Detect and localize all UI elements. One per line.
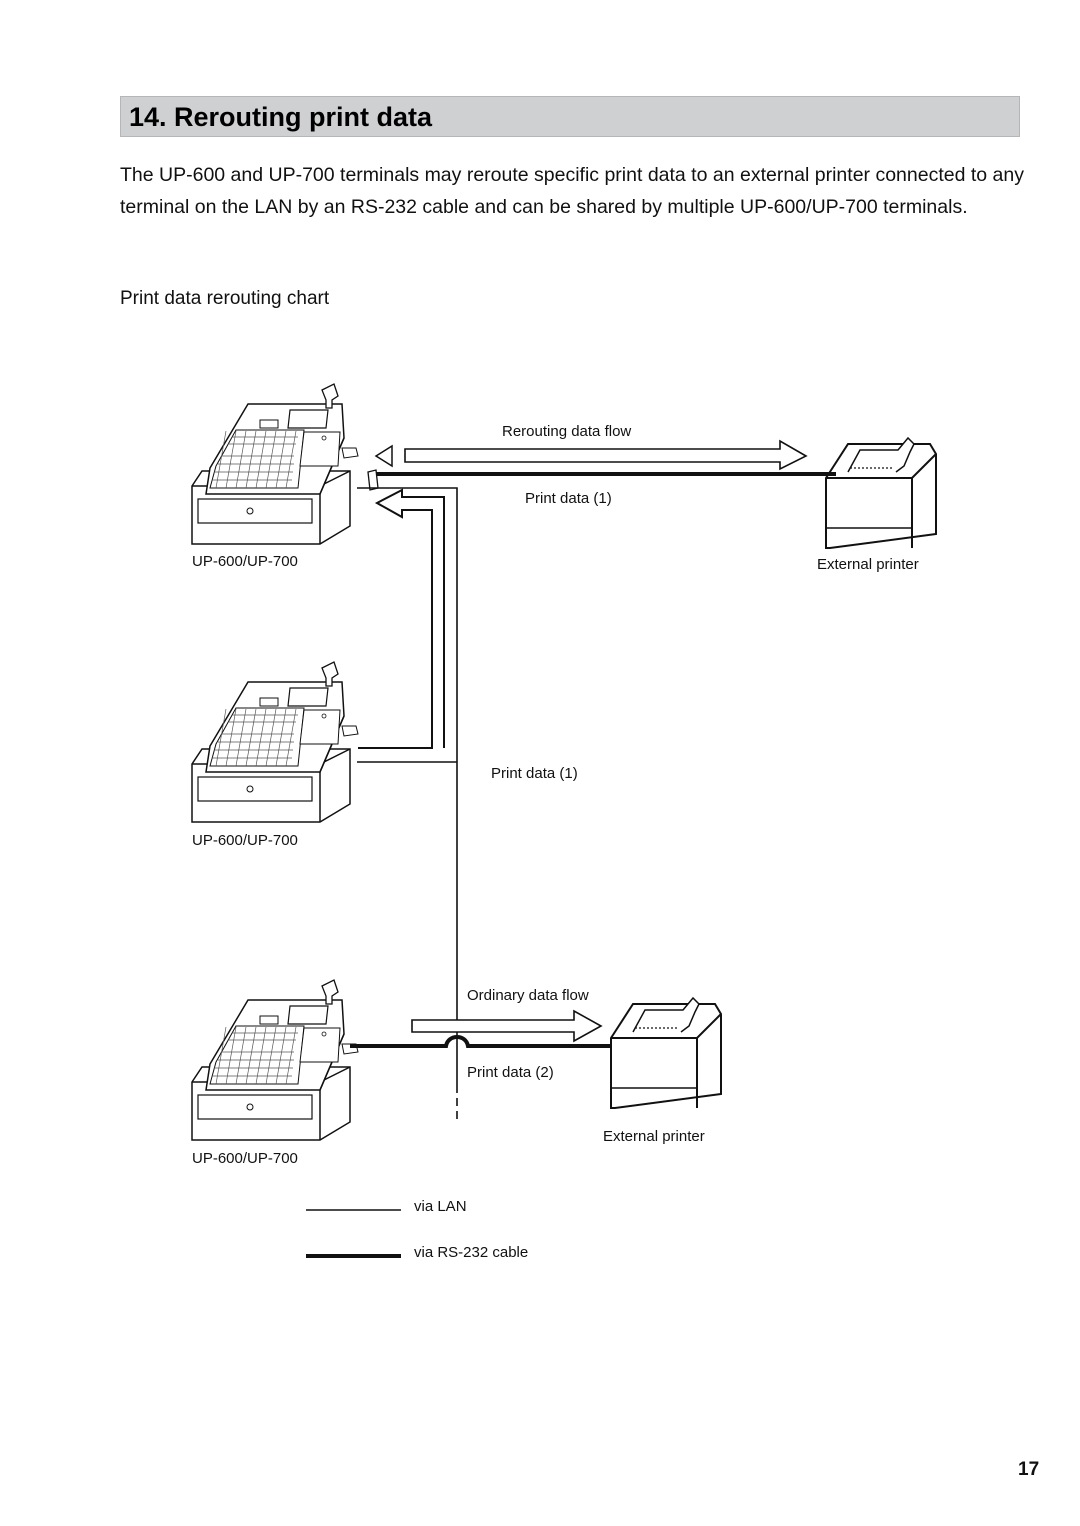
terminal-label-1: UP-600/UP-700 (192, 553, 298, 570)
chart-caption: Print data rerouting chart (120, 288, 330, 309)
return-flow-arrow (358, 498, 432, 748)
terminal-bottom-illustration (191, 979, 359, 1141)
section-header: 14. Rerouting print data (120, 96, 1020, 137)
rs232-cable-bottom (350, 1035, 612, 1048)
print-data-1-top-label: Print data (1) (525, 490, 612, 507)
legend-rs232-label: via RS-232 cable (414, 1244, 528, 1261)
terminal-middle-illustration (191, 661, 359, 823)
rerouting-flow-label: Rerouting data flow (502, 423, 631, 440)
print-data-1-middle-label: Print data (1) (491, 765, 578, 782)
terminal-top-illustration (191, 383, 359, 545)
page-number: 17 (1018, 1459, 1040, 1480)
ordinary-flow-arrow (411, 1009, 603, 1043)
terminal-label-3: UP-600/UP-700 (192, 1150, 298, 1167)
lan-line (357, 487, 458, 1085)
external-printer-bottom-illustration (610, 997, 722, 1109)
print-data-2-label: Print data (2) (467, 1064, 554, 1081)
external-printer-label-1: External printer (817, 556, 919, 573)
section-title: 14. Rerouting print data (129, 102, 433, 132)
ordinary-flow-label: Ordinary data flow (467, 987, 589, 1004)
external-printer-top-illustration (825, 437, 937, 549)
intro-paragraph: The UP-600 and UP-700 terminals may rero… (120, 164, 1024, 218)
external-printer-label-2: External printer (603, 1128, 705, 1145)
terminal-label-2: UP-600/UP-700 (192, 832, 298, 849)
rerouting-flow-arrow (404, 439, 808, 471)
legend-lan-label: via LAN (414, 1198, 467, 1215)
